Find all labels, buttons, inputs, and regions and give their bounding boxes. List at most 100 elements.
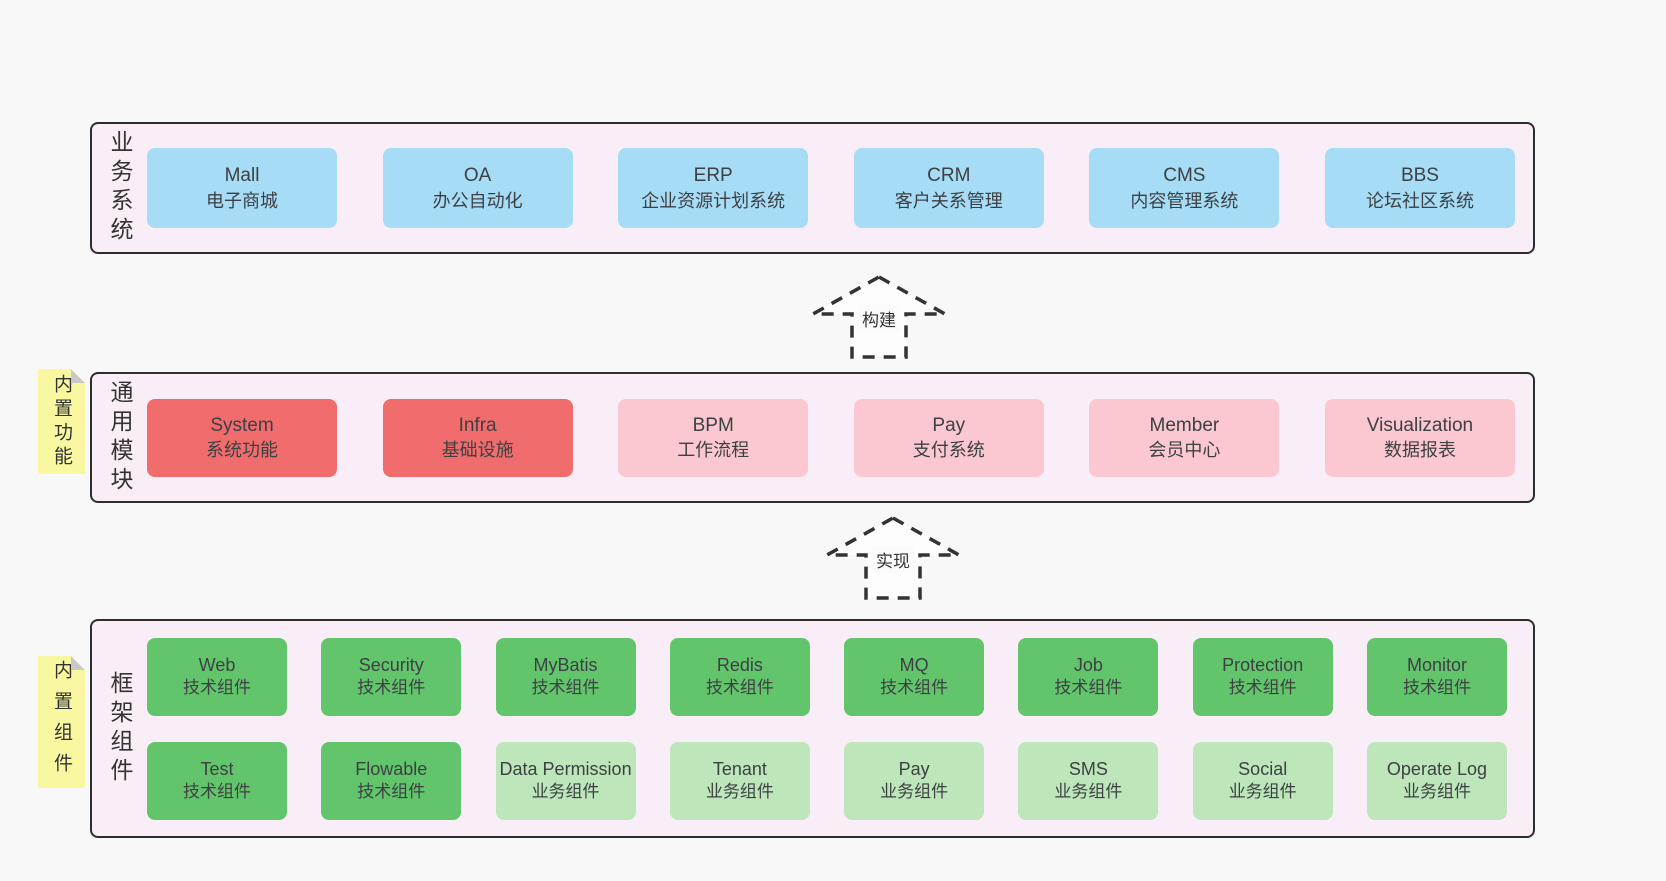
box-pay: Pay 支付系统 <box>853 398 1044 477</box>
box-mq: MQ 技术组件 <box>844 637 985 716</box>
box-desc: 业务组件 <box>1054 782 1123 802</box>
box-operate-log: Operate Log 业务组件 <box>1366 741 1507 820</box>
box-visualization: Visualization 数据报表 <box>1324 398 1515 477</box>
box-name: System <box>210 414 274 436</box>
box-pay-biz: Pay 业务组件 <box>844 741 985 820</box>
box-name: BPM <box>692 414 734 436</box>
box-name: OA <box>463 165 492 187</box>
box-name: Security <box>358 654 424 675</box>
box-name: Flowable <box>355 758 428 779</box>
box-name: BBS <box>1400 165 1439 187</box>
box-test: Test 技术组件 <box>147 741 287 820</box>
band-label-framework: 框架组件 <box>107 670 133 787</box>
box-desc: 电子商城 <box>206 190 278 211</box>
box-desc: 客户关系管理 <box>894 190 1003 211</box>
framework-row-1: Web 技术组件 Security 技术组件 MyBatis 技术组件 Redi… <box>147 637 1507 716</box>
box-desc: 支付系统 <box>912 440 985 461</box>
box-crm: CRM 客户关系管理 <box>853 148 1044 228</box>
box-desc: 内容管理系统 <box>1130 190 1239 211</box>
common-boxes: System 系统功能 Infra 基础设施 BPM 工作流程 Pay 支付系统… <box>147 374 1515 501</box>
box-name: Pay <box>932 414 966 436</box>
box-desc: 业务组件 <box>880 782 949 802</box>
box-desc: 技术组件 <box>1228 678 1297 698</box>
box-tenant: Tenant 业务组件 <box>669 741 810 820</box>
box-desc: 技术组件 <box>1054 678 1123 698</box>
box-name: Mall <box>224 165 260 187</box>
box-desc: 工作流程 <box>677 440 750 461</box>
box-name: Monitor <box>1406 654 1467 675</box>
band-business-systems: 业务系统 Mall 电子商城 OA 办公自动化 ERP 企业资源计划系统 CRM… <box>90 122 1535 254</box>
box-name: CMS <box>1163 165 1206 187</box>
box-name: Redis <box>716 654 763 675</box>
framework-boxes: Web 技术组件 Security 技术组件 MyBatis 技术组件 Redi… <box>147 621 1507 836</box>
sticky-note-builtin-components: 内置组件 <box>38 656 85 788</box>
band-label-business: 业务系统 <box>107 130 133 246</box>
box-desc: 企业资源计划系统 <box>641 190 786 211</box>
box-desc: 业务组件 <box>1228 782 1297 802</box>
box-name: ERP <box>693 165 733 187</box>
box-web: Web 技术组件 <box>147 637 287 716</box>
band-common-modules: 通用模块 System 系统功能 Infra 基础设施 BPM 工作流程 Pay… <box>90 372 1535 503</box>
box-cms: CMS 内容管理系统 <box>1089 148 1280 228</box>
box-desc: 业务组件 <box>531 782 600 802</box>
box-name: CRM <box>927 165 971 187</box>
box-desc: 技术组件 <box>705 678 774 698</box>
box-name: Job <box>1073 654 1103 675</box>
box-desc: 办公自动化 <box>432 190 523 211</box>
arrow-implement-label-wrap: 实现 <box>823 546 963 573</box>
business-boxes: Mall 电子商城 OA 办公自动化 ERP 企业资源计划系统 CRM 客户关系… <box>147 124 1515 252</box>
sticky-fold-icon <box>71 656 85 670</box>
box-name: SMS <box>1068 758 1108 779</box>
box-mybatis: MyBatis 技术组件 <box>495 637 636 716</box>
box-job: Job 技术组件 <box>1018 637 1159 716</box>
arrow-build-label: 构建 <box>858 305 900 332</box>
arrow-build: 构建 <box>809 274 949 360</box>
box-desc: 系统功能 <box>206 440 278 461</box>
box-infra: Infra 基础设施 <box>382 398 573 477</box>
box-member: Member 会员中心 <box>1089 398 1280 477</box>
sticky-fold-icon <box>71 369 85 383</box>
framework-row-2: Test 技术组件 Flowable 技术组件 Data Permission … <box>147 741 1507 820</box>
box-data-permission: Data Permission 业务组件 <box>495 741 636 820</box>
box-name: Operate Log <box>1386 758 1487 779</box>
box-sms: SMS 业务组件 <box>1018 741 1159 820</box>
sticky-text: 内置功能 <box>51 373 72 470</box>
box-protection: Protection 技术组件 <box>1192 637 1333 716</box>
box-desc: 会员中心 <box>1148 440 1221 461</box>
box-name: Data Permission <box>499 758 632 779</box>
box-desc: 基础设施 <box>441 440 514 461</box>
box-desc: 技术组件 <box>357 782 426 802</box>
box-name: Test <box>200 758 234 779</box>
box-bbs: BBS 论坛社区系统 <box>1324 148 1515 228</box>
box-name: Pay <box>898 758 930 779</box>
band-framework-components: 框架组件 Web 技术组件 Security 技术组件 MyBatis 技术组件… <box>90 619 1535 838</box>
box-desc: 业务组件 <box>705 782 774 802</box>
box-bpm: BPM 工作流程 <box>618 398 809 477</box>
box-desc: 技术组件 <box>1402 678 1471 698</box>
box-desc: 技术组件 <box>183 678 251 698</box>
box-name: Member <box>1149 414 1220 436</box>
box-desc: 技术组件 <box>880 678 949 698</box>
sticky-text: 内置组件 <box>51 660 72 784</box>
arrow-build-label-wrap: 构建 <box>809 305 949 332</box>
sticky-note-builtin-features: 内置功能 <box>38 369 85 474</box>
box-security: Security 技术组件 <box>321 637 462 716</box>
box-desc: 论坛社区系统 <box>1365 190 1474 211</box>
box-desc: 技术组件 <box>531 678 600 698</box>
box-oa: OA 办公自动化 <box>382 148 573 228</box>
box-erp: ERP 企业资源计划系统 <box>618 148 809 228</box>
box-desc: 业务组件 <box>1402 782 1471 802</box>
box-desc: 技术组件 <box>357 678 426 698</box>
box-name: MQ <box>899 654 929 675</box>
box-name: Visualization <box>1366 414 1474 436</box>
box-desc: 数据报表 <box>1383 440 1456 461</box>
box-mall: Mall 电子商城 <box>147 148 337 228</box>
box-redis: Redis 技术组件 <box>669 637 810 716</box>
box-flowable: Flowable 技术组件 <box>321 741 462 820</box>
band-label-common: 通用模块 <box>107 379 133 496</box>
arrow-implement-label: 实现 <box>872 546 914 573</box>
box-name: Tenant <box>712 758 767 779</box>
box-name: Infra <box>458 414 497 436</box>
box-name: MyBatis <box>533 654 598 675</box>
